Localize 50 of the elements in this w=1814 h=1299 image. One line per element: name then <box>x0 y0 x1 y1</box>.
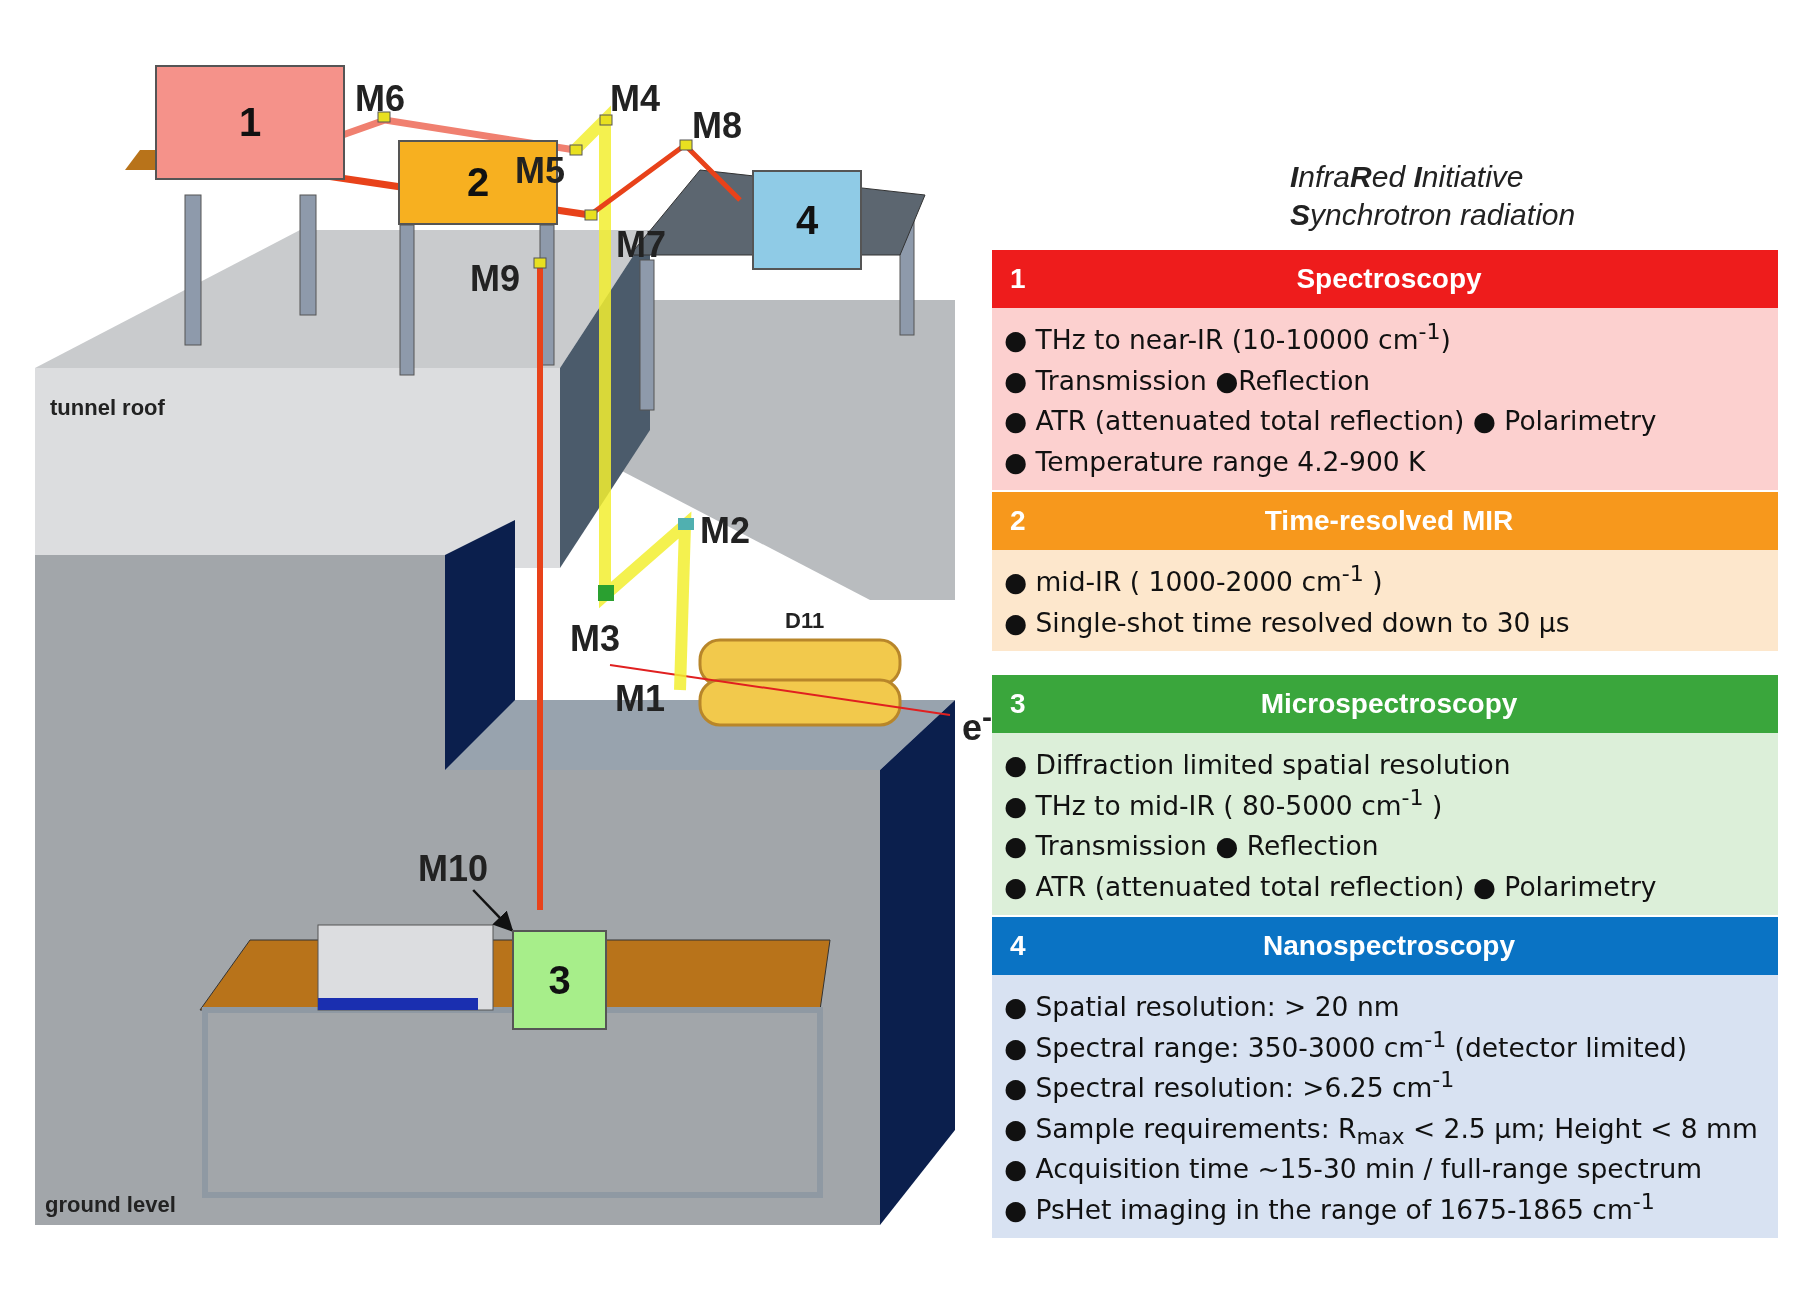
bullet-text: ● Spectral resolution: >6.25 cm$^{-1}$ <box>1004 1068 1455 1105</box>
instrument-number: 2 <box>466 160 490 205</box>
panel-number: 1 <box>1009 263 1027 295</box>
bullet-text: ● Single-shot time resolved down to 30 µs <box>1004 605 1570 640</box>
leader-arrow <box>472 889 514 932</box>
panel-heading: Spectroscopy <box>1295 263 1483 295</box>
tagline-text: InfraRed Initiative <box>1290 160 1524 194</box>
tagline-text: Synchrotron radiation <box>1290 198 1576 232</box>
instrument-number: 4 <box>795 197 819 243</box>
instrument-block <box>512 930 607 1030</box>
bullet-text: ● Diffraction limited spatial resolution <box>1004 748 1511 782</box>
mirror-label: M6 <box>355 78 405 120</box>
info-panel <box>992 250 1778 490</box>
bullet-text: ● PsHet imaging in the range of 1675-1865 cm$^{-1}$ <box>1004 1189 1655 1227</box>
mirror-label: M9 <box>470 258 520 300</box>
bullet-text: ● Spatial resolution: > 20 nm <box>1004 990 1400 1024</box>
instrument-block <box>155 65 345 180</box>
bullet-text: ● Temperature range 4.2-900 K <box>1004 444 1426 479</box>
panel-number: 3 <box>1009 688 1027 720</box>
bullet-text: ● THz to near-IR (10-10000 cm$^{-1}$) <box>1004 320 1451 357</box>
panel-heading: Microspectroscopy <box>1259 688 1519 720</box>
panel-heading: Time-resolved MIR <box>1263 505 1515 537</box>
bullet-text: ● THz to mid-IR ( 80-5000 cm$^{-1}$ ) <box>1004 785 1443 823</box>
info-panel <box>992 492 1778 651</box>
panel-number: 2 <box>1009 505 1027 537</box>
coil-label: D11 <box>785 608 825 634</box>
bullet-text: ● Transmission ● Reflection <box>1004 829 1379 863</box>
mirror-label: M2 <box>700 510 750 552</box>
mirror-label: M8 <box>692 105 742 147</box>
area-label: ground level <box>45 1192 176 1218</box>
instrument-block <box>752 170 862 270</box>
mirror-label: M4 <box>610 78 660 120</box>
info-panel <box>992 675 1778 915</box>
instrument-number: 3 <box>548 957 571 1003</box>
bullet-text: ● Transmission ●Reflection <box>1004 363 1371 398</box>
mirror-label: M3 <box>570 618 620 660</box>
electron-label: e$^{-}$ <box>962 700 993 749</box>
bullet-text: ● Sample requirements: R$_{max}$ < 2.5 µm; Height < 8 mm <box>1004 1111 1758 1149</box>
bullet-text: ● ATR (attenuated total reflection) ● Polarimetry <box>1004 869 1657 904</box>
instrument-number: 1 <box>238 100 262 145</box>
bullet-text: ● ATR (attenuated total reflection) ● Polarimetry <box>1004 404 1657 438</box>
bullet-text: ● mid-IR ( 1000-2000 cm$^{-1}$ ) <box>1004 562 1383 599</box>
panel-number: 4 <box>1009 930 1027 962</box>
info-panel <box>992 917 1778 1238</box>
area-label: tunnel roof <box>50 395 165 421</box>
mirror-label: M10 <box>418 848 489 890</box>
panel-heading: Nanospectroscopy <box>1261 930 1517 962</box>
mirror-label: M1 <box>615 678 665 720</box>
bullet-text: ● Acquisition time ~15-30 min / full-range spectrum <box>1004 1152 1703 1186</box>
bullet-text: ● Spectral range: 350-3000 cm$^{-1}$ (detector limited) <box>1004 1027 1688 1065</box>
